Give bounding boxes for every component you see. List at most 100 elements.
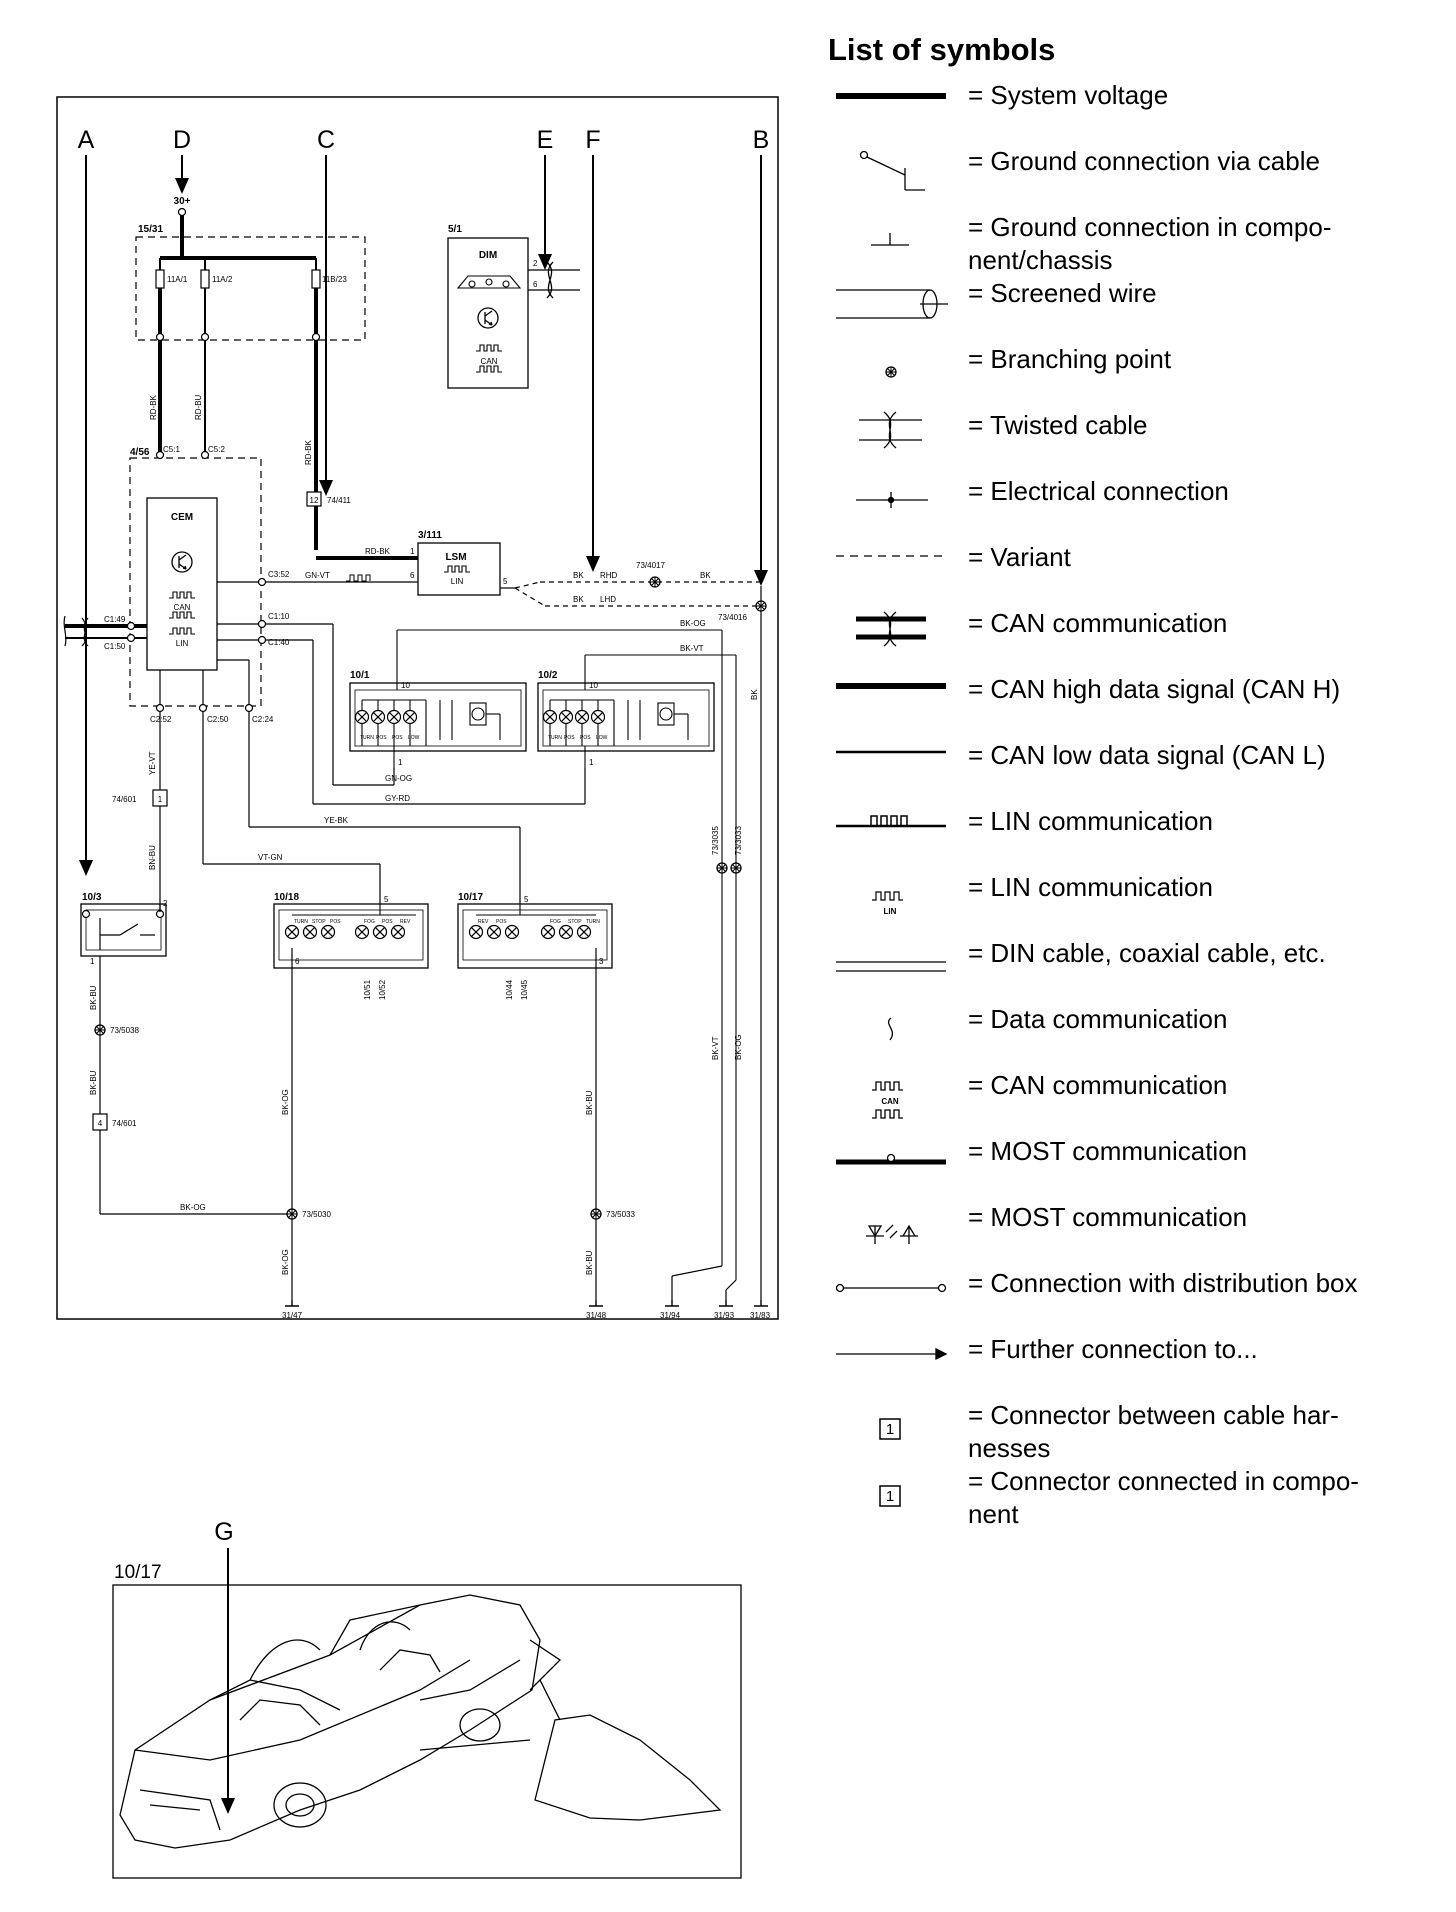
wire-gn-vt-label: GN-VT bbox=[305, 571, 330, 580]
dim-ref: 5/1 bbox=[448, 224, 462, 235]
svg-text:STOP: STOP bbox=[568, 919, 582, 925]
marker-letter-d: D bbox=[173, 126, 191, 154]
wire-rd-bk-label: RD-BK bbox=[149, 394, 158, 420]
twisted-cable-icon bbox=[859, 411, 922, 449]
svg-text:LOW: LOW bbox=[596, 735, 608, 741]
pin-c1-40: C1:40 bbox=[268, 638, 290, 647]
wire-bk-bu-label: BK-BU bbox=[585, 1090, 594, 1115]
svg-text:FOG: FOG bbox=[364, 919, 375, 925]
lin-symbol-icon bbox=[872, 891, 903, 901]
dim-processor-icon bbox=[477, 307, 499, 329]
svg-text:POS: POS bbox=[392, 735, 403, 741]
electrical-connection-icon bbox=[856, 492, 928, 508]
branch-73-3033-label: 73/3033 bbox=[734, 826, 743, 855]
legend-item-20-cont: nesses bbox=[968, 1433, 1050, 1463]
legend-item-4: = Branching point bbox=[968, 344, 1172, 374]
dim-display-icon bbox=[456, 275, 522, 289]
svg-text:TURN: TURN bbox=[548, 735, 562, 741]
cem-processor-icon bbox=[171, 551, 193, 573]
legend-item-7: = Variant bbox=[968, 542, 1072, 572]
svg-text:FOG: FOG bbox=[550, 919, 561, 925]
ref-10-44: 10/44 bbox=[505, 979, 514, 1000]
ground-31-48: 31/48 bbox=[586, 1311, 607, 1320]
branch-73-4016-label: 73/4016 bbox=[718, 613, 747, 622]
pin-c2-24: C2:24 bbox=[252, 715, 274, 724]
legend-item-0: = System voltage bbox=[968, 80, 1168, 110]
rhd-label: RHD bbox=[600, 571, 618, 580]
svg-text:6: 6 bbox=[410, 571, 415, 580]
svg-text:6: 6 bbox=[295, 957, 300, 966]
svg-text:10: 10 bbox=[589, 681, 598, 690]
legend-item-16: = MOST communication bbox=[968, 1136, 1247, 1166]
ref-10-52: 10/52 bbox=[378, 979, 387, 1000]
wire-ye-vt-label: YE-VT bbox=[148, 751, 157, 775]
legend-item-1: = Ground connection via cable bbox=[968, 146, 1320, 176]
wire-bk-bu-label: BK-BU bbox=[585, 1250, 594, 1275]
can-communication-twisted-icon bbox=[856, 611, 926, 647]
marker-letter-b: B bbox=[753, 126, 770, 154]
lin-pulse-line-icon bbox=[836, 815, 946, 828]
branching-point-icon bbox=[885, 366, 897, 378]
lhd-label: LHD bbox=[600, 595, 616, 604]
branch-73-5038 bbox=[94, 1024, 106, 1036]
svg-text:1: 1 bbox=[589, 758, 594, 767]
legend: List of symbols LIN CAN bbox=[828, 32, 1359, 1529]
legend-item-2: = Ground connection in compo- bbox=[968, 212, 1332, 242]
lsm-lin-text: LIN bbox=[451, 577, 464, 586]
lsm-name: LSM bbox=[445, 552, 466, 563]
connector-number: 1 bbox=[886, 1421, 894, 1438]
legend-item-8: = CAN communication bbox=[968, 608, 1227, 638]
legend-item-15: = CAN communication bbox=[968, 1070, 1227, 1100]
svg-text:3: 3 bbox=[599, 957, 604, 966]
ground-31-93: 31/93 bbox=[714, 1311, 735, 1320]
headlamp-10-2-ref: 10/2 bbox=[538, 670, 558, 681]
legend-item-10: = CAN low data signal (CAN L) bbox=[968, 740, 1326, 770]
cem-can-text: CAN bbox=[174, 603, 191, 612]
lin-symbol-text: LIN bbox=[884, 907, 897, 916]
pin-c1-49: C1:49 bbox=[104, 615, 126, 624]
ground-31-47: 31/47 bbox=[282, 1311, 303, 1320]
legend-item-14: = Data communication bbox=[968, 1004, 1227, 1034]
legend-item-6: = Electrical connection bbox=[968, 476, 1229, 506]
branch-73-5030-label: 73/5030 bbox=[302, 1210, 331, 1219]
component-locator: G 10/17 bbox=[112, 1518, 742, 1879]
wire-bn-bu-label: BN-BU bbox=[148, 845, 157, 870]
ref-10-45: 10/45 bbox=[520, 979, 529, 1000]
svg-text:POS: POS bbox=[564, 735, 575, 741]
locator-frame bbox=[112, 1584, 742, 1879]
svg-text:TURN: TURN bbox=[294, 919, 308, 925]
most-line-icon bbox=[836, 1153, 946, 1165]
convertible-car-illustration bbox=[119, 1594, 562, 1849]
data-communication-icon bbox=[887, 1017, 894, 1041]
wire-bk-og-label: BK-OG bbox=[734, 1034, 743, 1060]
locator-ref: 10/17 bbox=[114, 1562, 162, 1583]
ground-via-cable-icon bbox=[859, 150, 925, 191]
locator-letter: G bbox=[214, 1518, 233, 1546]
svg-text:5: 5 bbox=[384, 895, 389, 904]
pin-c1-50: C1:50 bbox=[104, 642, 126, 651]
svg-text:REV: REV bbox=[400, 919, 411, 925]
fuse-1-label: 11A/1 bbox=[167, 275, 188, 284]
supply-label: 30+ bbox=[174, 196, 191, 207]
branch-73-5033-label: 73/5033 bbox=[606, 1210, 635, 1219]
fusebox-15-31 bbox=[135, 236, 366, 341]
wire-bk-bu-label: BK-BU bbox=[89, 1070, 98, 1095]
connector-74-601-top bbox=[152, 789, 168, 807]
branch-73-5038-label: 73/5038 bbox=[110, 1026, 139, 1035]
wire-bk-vt-label: BK-VT bbox=[680, 644, 704, 653]
wire-bk-og-label: BK-OG bbox=[281, 1089, 290, 1115]
svg-text:12: 12 bbox=[310, 496, 319, 505]
legend-item-9: = CAN high data signal (CAN H) bbox=[968, 674, 1340, 704]
wire-bk-og-label: BK-OG bbox=[680, 619, 706, 628]
fuse-3-label: 11B/23 bbox=[322, 275, 347, 284]
wire-bk-label: BK bbox=[750, 689, 759, 700]
wire-bk-label: BK bbox=[700, 571, 711, 580]
svg-text:1: 1 bbox=[90, 957, 95, 966]
branch-73-5033 bbox=[590, 1208, 602, 1220]
connector-74-601-top-label: 74/601 bbox=[112, 795, 137, 804]
marker-letter-a: A bbox=[78, 126, 95, 154]
svg-text:TURN: TURN bbox=[586, 919, 600, 925]
svg-text:2: 2 bbox=[533, 259, 538, 268]
wire-rd-bk-label: RD-BK bbox=[304, 439, 313, 465]
taillamp-detail-illustration bbox=[419, 1714, 722, 1821]
